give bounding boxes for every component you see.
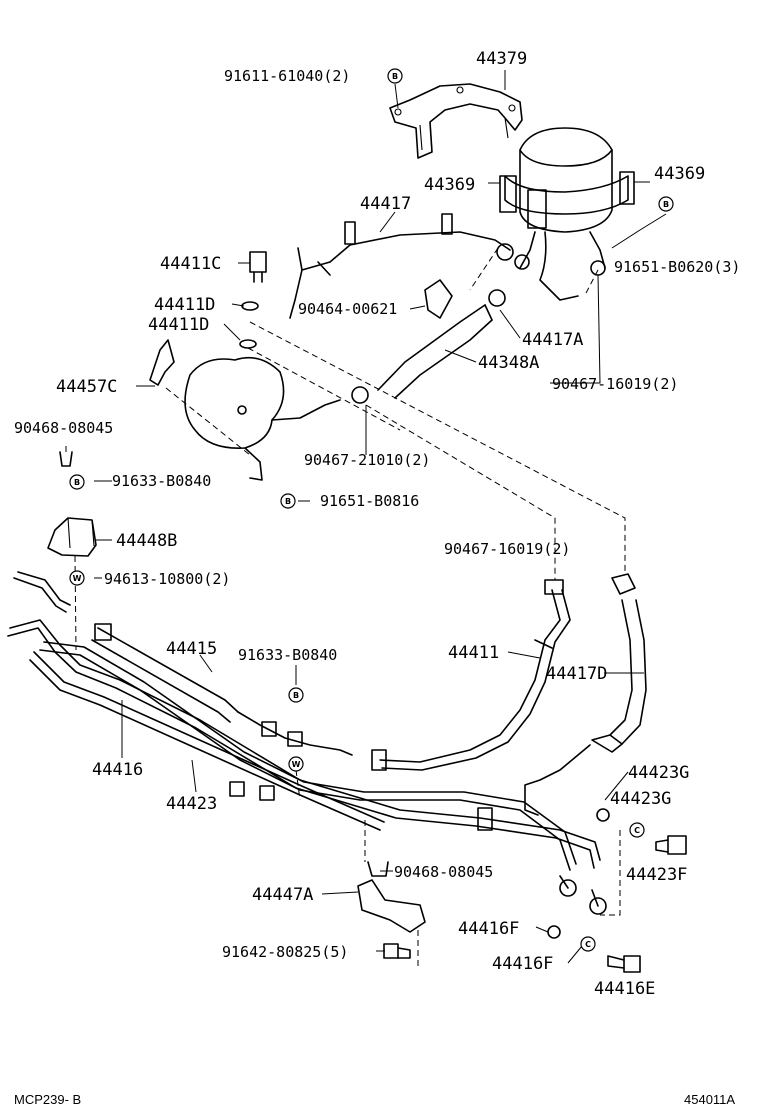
label-44457c: 44457C [56, 377, 117, 397]
svg-text:B: B [74, 478, 80, 487]
svg-text:B: B [293, 691, 299, 700]
symbol-b-5: B [288, 687, 304, 703]
svg-text:B: B [392, 72, 398, 81]
label-44416e: 44416E [594, 979, 655, 999]
bracket-44447a [357, 861, 426, 933]
label-44447a: 44447A [252, 885, 313, 905]
label-44416f-1: 44416F [458, 919, 519, 939]
symbol-b-1: B [387, 68, 403, 84]
label-44448b: 44448B [116, 531, 177, 551]
footer-right-code: 454011A [684, 1092, 735, 1107]
bolt-44423f [655, 835, 687, 855]
gasket-44411d-2 [239, 339, 257, 349]
symbol-b-4: B [280, 493, 296, 509]
label-44369-right: 44369 [654, 164, 705, 184]
label-44369-left: 44369 [424, 175, 475, 195]
nut-44416f-1 [547, 925, 561, 939]
svg-text:C: C [585, 940, 591, 949]
label-44411d-2: 44411D [148, 315, 209, 335]
label-91651-b0620: 91651-B0620(3) [614, 258, 740, 276]
hose-44417d [524, 573, 647, 816]
symbol-b-2: B [658, 196, 674, 212]
label-44411: 44411 [448, 643, 499, 663]
bracket-44448b [47, 451, 97, 557]
label-94613-10800: 94613-10800(2) [104, 570, 230, 588]
fitting-44411c [249, 251, 267, 283]
leader-lines [65, 70, 667, 964]
label-44379: 44379 [476, 49, 527, 69]
symbol-c-1: C [629, 822, 645, 838]
label-44411d-1: 44411D [154, 295, 215, 315]
symbol-w-1: W [69, 570, 85, 586]
label-90468-08045-top: 90468-08045 [14, 419, 113, 437]
label-44423: 44423 [166, 794, 217, 814]
tank-44457c [149, 339, 341, 481]
label-44416: 44416 [92, 760, 143, 780]
label-91611-61040: 91611-61040(2) [224, 67, 350, 85]
label-44416f-2: 44416F [492, 954, 553, 974]
cooler-pipe-44423 [39, 641, 577, 871]
bolt-91642 [383, 943, 411, 959]
label-90467-16019-top: 90467-16019(2) [552, 375, 678, 393]
nut-44423g-1 [596, 808, 610, 822]
symbol-b-3: B [69, 474, 85, 490]
label-91633-b0840-1: 91633-B0840 [112, 472, 211, 490]
label-91642-80825: 91642-80825(5) [222, 943, 348, 961]
svg-text:W: W [73, 574, 82, 583]
symbol-w-2: W [288, 756, 304, 772]
hose-44348a [351, 289, 506, 404]
symbol-c-2: C [580, 936, 596, 952]
svg-text:B: B [285, 497, 291, 506]
svg-text:W: W [292, 760, 301, 769]
label-44423f: 44423F [626, 865, 687, 885]
label-44423g-1: 44423G [628, 763, 689, 783]
label-44417d: 44417D [546, 664, 607, 684]
label-90468-08045-bot: 90468-08045 [394, 863, 493, 881]
label-44423g-2: 44423G [610, 789, 671, 809]
svg-text:B: B [663, 200, 669, 209]
label-44411c: 44411C [160, 254, 221, 274]
label-44348a: 44348A [478, 353, 539, 373]
label-90464-00621: 90464-00621 [298, 300, 397, 318]
svg-text:C: C [634, 826, 640, 835]
hose-44415 [91, 623, 353, 756]
tube-44417 [289, 213, 514, 319]
hose-44411 [371, 579, 571, 771]
label-44415: 44415 [166, 639, 217, 659]
label-44417: 44417 [360, 194, 411, 214]
label-91633-b0840-2: 91633-B0840 [238, 646, 337, 664]
label-44417a: 44417A [522, 330, 583, 350]
label-90467-21010: 90467-21010(2) [304, 451, 430, 469]
label-91651-b0816: 91651-B0816 [320, 492, 419, 510]
clip-90464 [424, 279, 453, 319]
gasket-44411d-1 [241, 301, 259, 311]
bolt-44416e [607, 955, 641, 973]
label-90467-16019-mid: 90467-16019(2) [444, 540, 570, 558]
footer-left-code: MCP239- B [14, 1092, 81, 1107]
bracket-44379 [389, 83, 523, 159]
